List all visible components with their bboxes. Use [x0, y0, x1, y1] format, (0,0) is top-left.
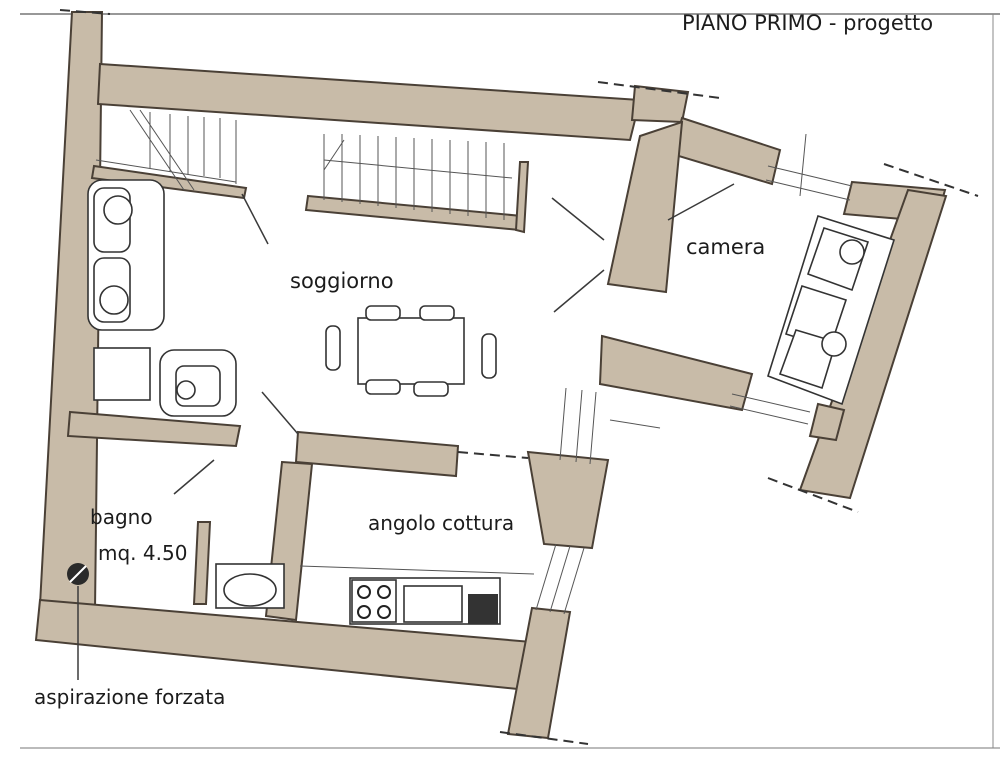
bed-camera — [767, 214, 896, 406]
wall-camera-top — [670, 116, 782, 186]
plan-title: PIANO PRIMO - progetto — [682, 11, 933, 35]
stairs-left — [95, 109, 237, 191]
wall-cucina-top — [294, 430, 460, 478]
wall-partition-camera — [606, 120, 684, 294]
wall-camera-bottom-stub — [808, 402, 846, 442]
dining-table — [325, 305, 497, 397]
dash-top-mid — [597, 81, 721, 99]
camera-door — [667, 183, 735, 221]
label-soggiorno: soggiorno — [290, 269, 394, 293]
label-angolo-cottura: angolo cottura — [368, 511, 514, 535]
stairs-center — [323, 134, 513, 220]
dash-bottom-right — [767, 477, 859, 513]
wall-camera-bottom — [598, 334, 754, 412]
side-table — [93, 347, 151, 401]
exhaust-fan-icon — [67, 563, 89, 585]
label-aspirazione: aspirazione forzata — [34, 685, 225, 709]
dash-cucina-opening — [457, 451, 529, 459]
label-camera: camera — [686, 235, 765, 259]
wall-bagno-top — [66, 410, 242, 448]
armchair — [159, 349, 237, 417]
wall-top — [96, 62, 642, 142]
wall-bagno-stub — [192, 521, 212, 605]
label-bagno: bagno — [90, 505, 153, 529]
kitchen-counter — [349, 577, 501, 625]
window-strips — [299, 133, 853, 615]
dash-top-right — [883, 163, 979, 197]
label-bagno-area: mq. 4.50 — [98, 541, 187, 565]
dash-top-left — [59, 9, 111, 15]
wall-cucina-right — [526, 450, 610, 550]
wall-top-corner — [630, 84, 690, 124]
bagno-sink — [215, 563, 285, 609]
wall-stair-right — [514, 161, 530, 234]
door-swings — [173, 193, 605, 495]
sofa-left — [87, 179, 165, 331]
